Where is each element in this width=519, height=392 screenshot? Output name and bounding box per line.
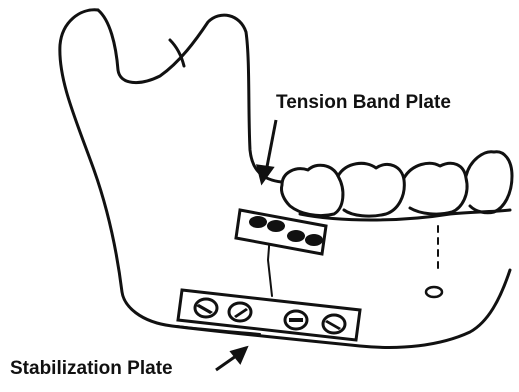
screw-hole-2 (267, 220, 285, 232)
screw-hole-4 (305, 234, 323, 246)
stabilization-plate (178, 290, 360, 340)
tension-arrow-shaft (266, 120, 276, 172)
mental-foramen (426, 287, 442, 297)
molar-tooth-2 (338, 163, 404, 216)
screw-hole-3 (287, 230, 305, 242)
coronoid-notch (98, 10, 282, 182)
screw-3-slot (289, 318, 303, 322)
molar-tooth-1 (281, 165, 342, 215)
stabilization-arrow-head (232, 348, 246, 362)
stabilization-arrow-shaft (216, 356, 236, 370)
screw-hole-1 (249, 216, 267, 228)
molar-tooth-4 (466, 152, 512, 213)
stabilization-plate-label: Stabilization Plate (10, 358, 173, 380)
mandible-outline (60, 10, 510, 348)
tension-band-plate-label: Tension Band Plate (276, 92, 451, 114)
molar-tooth-3 (404, 163, 467, 214)
